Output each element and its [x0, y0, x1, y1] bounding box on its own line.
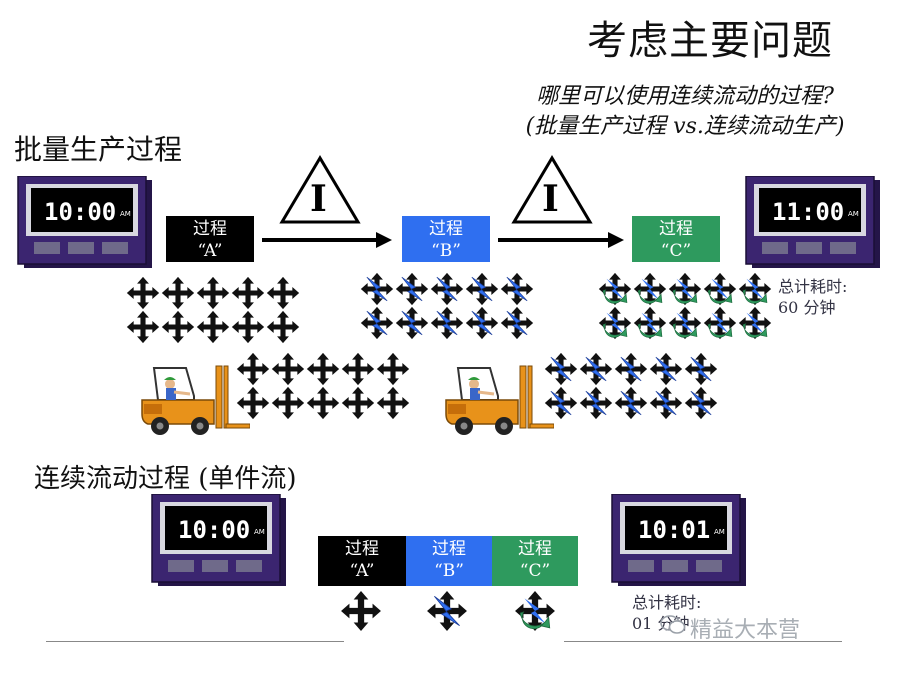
process-id: “B” — [406, 560, 492, 582]
flow-end-clock: 10:01 AM — [610, 494, 750, 590]
lightning-bolt-icon — [430, 272, 464, 306]
four-way-arrow-icon — [126, 310, 160, 344]
curved-arrow-icon — [668, 306, 702, 340]
four-way-arrow-icon — [271, 386, 305, 420]
process-name: 过程 — [318, 538, 406, 560]
page-title: 考虑主要问题 — [560, 8, 860, 66]
divider-line — [46, 641, 344, 642]
batch-total-time: 总计耗时: 60 分钟 — [778, 276, 847, 318]
four-way-arrow-icon — [231, 310, 265, 344]
question-line-2: (批量生产过程 vs.连续流动生产) — [480, 112, 890, 142]
total-label: 总计耗时: — [778, 276, 847, 297]
four-way-arrow-icon — [196, 276, 230, 310]
watermark-text: 精益大本营 — [690, 612, 800, 644]
forklift-2 — [444, 360, 554, 440]
flow-arrowhead-a-b — [376, 232, 392, 248]
flow-start-clock: 10:00 AM — [150, 494, 290, 590]
inventory-symbol: I — [310, 178, 327, 220]
four-way-arrow-icon — [376, 352, 410, 386]
question-block: 哪里可以使用连续流动的过程? (批量生产过程 vs.连续流动生产) — [480, 82, 890, 142]
four-way-arrow-icon — [341, 386, 375, 420]
process-name: 过程 — [492, 538, 578, 560]
lightning-bolt-icon — [579, 352, 613, 386]
lightning-bolt-icon — [500, 306, 534, 340]
total-label: 总计耗时: — [632, 592, 701, 613]
curved-arrow-icon — [633, 272, 667, 306]
four-way-arrow-icon — [236, 352, 270, 386]
clock-ampm: AM — [254, 528, 265, 536]
curved-arrow-icon — [668, 272, 702, 306]
lightning-bolt-icon — [360, 272, 394, 306]
lightning-bolt-icon — [614, 352, 648, 386]
four-way-arrow-icon — [196, 310, 230, 344]
four-way-arrow-icon — [266, 276, 300, 310]
four-way-arrow-icon — [306, 352, 340, 386]
four-way-arrow-icon — [376, 386, 410, 420]
lightning-bolt-icon — [649, 386, 683, 420]
batch-parts-a — [126, 276, 306, 346]
curved-arrow-icon — [598, 272, 632, 306]
process-name: 过程 — [406, 538, 492, 560]
four-way-arrow-icon — [231, 276, 265, 310]
batch-parts-c — [598, 272, 778, 342]
clock-time: 10:01 — [638, 516, 710, 544]
lightning-bolt-icon — [544, 386, 578, 420]
flow-process-a: 过程 “A” — [318, 536, 406, 586]
lightning-bolt-icon — [465, 272, 499, 306]
four-way-arrow-icon — [236, 386, 270, 420]
four-way-arrow-icon — [306, 386, 340, 420]
lightning-bolt-icon — [684, 352, 718, 386]
four-way-arrow-icon — [126, 276, 160, 310]
lightning-bolt-icon — [430, 306, 464, 340]
question-line-1: 哪里可以使用连续流动的过程? — [480, 82, 890, 112]
lightning-bolt-icon — [360, 306, 394, 340]
curved-arrow-icon — [633, 306, 667, 340]
batch-flow-arrows — [0, 150, 900, 260]
batch-parts-b — [360, 272, 540, 342]
curved-arrow-icon — [738, 306, 772, 340]
curved-arrow-icon — [598, 306, 632, 340]
inventory-symbol: I — [542, 178, 559, 220]
lightning-bolt-icon — [465, 306, 499, 340]
curved-arrow-icon — [703, 272, 737, 306]
flow-section-label: 连续流动过程 (单件流) — [34, 458, 297, 495]
lightning-bolt-icon — [500, 272, 534, 306]
flow-process-c: 过程 “C” — [492, 536, 578, 586]
clock-ampm: AM — [714, 528, 725, 536]
four-way-arrow-icon — [340, 590, 382, 632]
process-id: “C” — [492, 560, 578, 582]
curved-arrow-icon — [514, 590, 556, 632]
four-way-arrow-icon — [271, 352, 305, 386]
wechat-icon — [660, 614, 686, 636]
curved-arrow-icon — [738, 272, 772, 306]
clock-time: 10:00 — [178, 516, 250, 544]
lightning-bolt-icon — [426, 590, 468, 632]
four-way-arrow-icon — [341, 352, 375, 386]
lightning-bolt-icon — [579, 386, 613, 420]
forklift-1 — [140, 360, 250, 440]
four-way-arrow-icon — [161, 276, 195, 310]
lightning-bolt-icon — [649, 352, 683, 386]
curved-arrow-icon — [703, 306, 737, 340]
lightning-bolt-icon — [684, 386, 718, 420]
forklift-1-load — [236, 352, 416, 422]
total-value: 60 分钟 — [778, 297, 847, 318]
lightning-bolt-icon — [395, 306, 429, 340]
four-way-arrow-icon — [161, 310, 195, 344]
lightning-bolt-icon — [544, 352, 578, 386]
process-id: “A” — [318, 560, 406, 582]
lightning-bolt-icon — [395, 272, 429, 306]
forklift-2-load — [544, 352, 724, 422]
lightning-bolt-icon — [614, 386, 648, 420]
four-way-arrow-icon — [266, 310, 300, 344]
flow-process-b: 过程 “B” — [406, 536, 492, 586]
flow-arrowhead-b-c — [608, 232, 624, 248]
